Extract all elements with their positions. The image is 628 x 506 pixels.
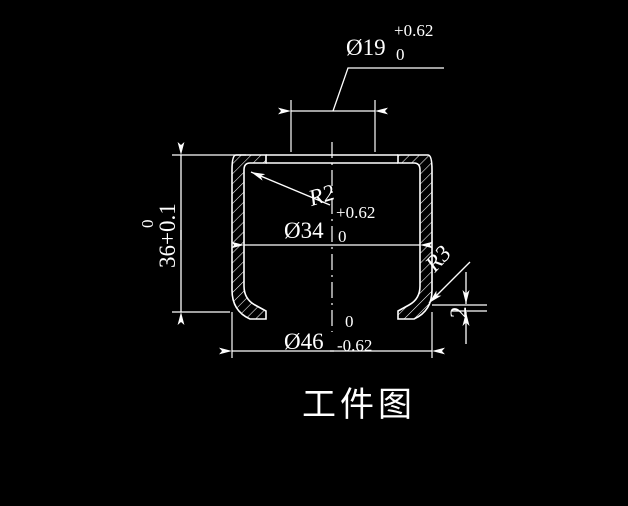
dimension-label-diameter-46: Ø46 bbox=[284, 329, 324, 354]
tolerance-upper-height-36: 0 bbox=[138, 219, 157, 229]
tolerance-lower-diameter-34: 0 bbox=[338, 227, 347, 246]
dimension-label-diameter-19: Ø19 bbox=[346, 35, 386, 60]
tolerance-lower-diameter-46: -0.62 bbox=[337, 336, 373, 355]
tolerance-upper-diameter-46: 0 bbox=[345, 312, 354, 331]
dimension-label-diameter-34: Ø34 bbox=[284, 218, 324, 243]
leader-radius-r3 bbox=[428, 261, 471, 304]
part-section-left bbox=[231, 154, 267, 320]
dimension-diameter-19 bbox=[278, 67, 444, 152]
dimension-diameter-46 bbox=[219, 312, 445, 358]
dimension-label-height-36: 36+0.1 bbox=[155, 203, 180, 268]
dimension-thickness-2 bbox=[432, 272, 487, 344]
tolerance-upper-diameter-19: +0.62 bbox=[394, 21, 434, 40]
tolerance-upper-diameter-34: +0.62 bbox=[336, 203, 376, 222]
part-section-right bbox=[397, 154, 433, 320]
dimension-label-thickness-2: 2 bbox=[446, 306, 471, 319]
drawing-caption: 工件图 bbox=[302, 385, 416, 425]
dimension-height-36 bbox=[172, 142, 246, 325]
leader-radius-r2 bbox=[250, 171, 331, 206]
tolerance-lower-diameter-19: 0 bbox=[396, 45, 405, 64]
